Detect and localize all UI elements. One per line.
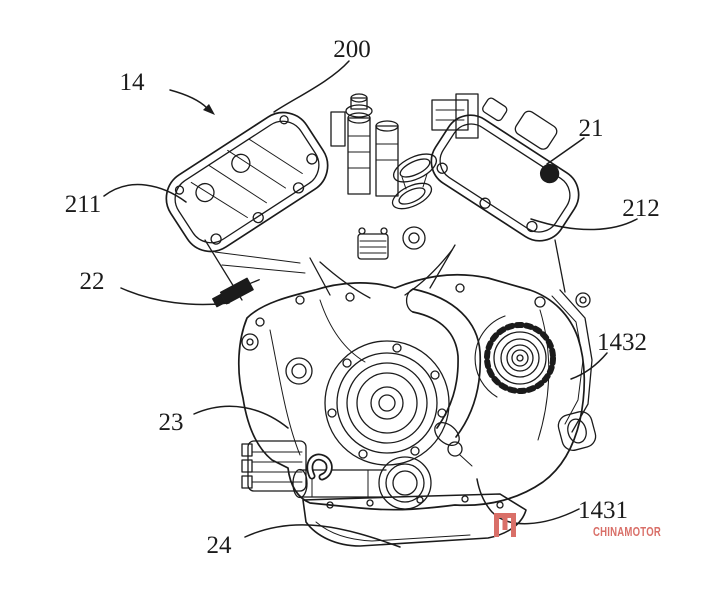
clutch-cover — [285, 340, 450, 466]
leader-lines — [103, 60, 638, 548]
intake-funnels — [391, 153, 438, 210]
left-valve-cover — [165, 111, 329, 253]
oil-pan — [302, 493, 527, 547]
watermark-text: CHINAMOTOR — [593, 524, 661, 539]
ref-label-24: 24 — [207, 532, 233, 559]
ref-label-22: 22 — [80, 268, 105, 295]
ref-label-211: 211 — [65, 191, 102, 218]
water-pump — [292, 456, 432, 510]
leader-212 — [530, 218, 638, 231]
alternator-gear — [474, 315, 556, 398]
oil-cooler-block — [241, 440, 333, 492]
ref-label-1432: 1432 — [597, 329, 647, 356]
leader-22 — [120, 287, 230, 306]
ref-label-14: 14 — [120, 69, 146, 96]
ref-label-212: 212 — [622, 195, 660, 222]
engine-drawing — [165, 93, 597, 547]
ref-label-200: 200 — [333, 36, 371, 63]
engine-mount-bracket — [551, 289, 597, 451]
leader-21 — [546, 137, 585, 165]
ref-label-21: 21 — [579, 115, 604, 142]
ref-label-23: 23 — [159, 409, 184, 436]
spark-plug — [212, 277, 260, 308]
center-sensor-block — [319, 226, 453, 299]
leader-14-arrowhead — [203, 104, 215, 115]
leader-211 — [103, 183, 187, 203]
leader-1432 — [570, 352, 608, 380]
right-cylinder-head — [429, 239, 566, 293]
leader-1431 — [476, 478, 580, 525]
leader-23 — [193, 405, 289, 429]
right-valve-cover — [430, 97, 580, 242]
leader-14 — [169, 89, 208, 109]
coolant-pipe — [405, 288, 482, 467]
chinamotor-logo-icon — [494, 513, 516, 537]
leader-24 — [244, 524, 401, 548]
leader-200 — [273, 60, 350, 113]
watermark: CHINAMOTOR — [494, 513, 661, 539]
reference-labels: 14 200 21 211 212 22 23 24 1431 1432 — [65, 36, 660, 559]
throttle-bodies — [330, 93, 479, 197]
crankcase — [237, 273, 586, 511]
ref-label-1431: 1431 — [578, 497, 628, 524]
